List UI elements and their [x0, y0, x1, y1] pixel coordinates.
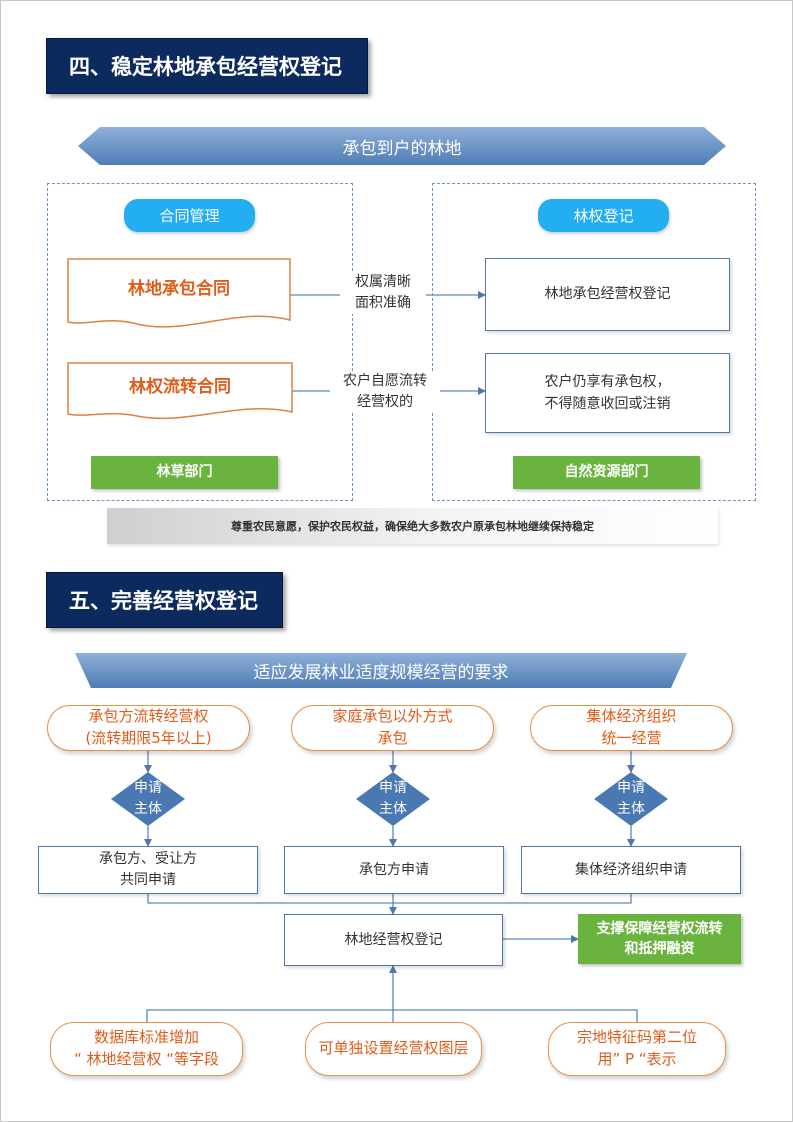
forest-contract-doc: 林地承包合同	[128, 278, 230, 299]
arrow1-label-line1: 权属清晰	[355, 274, 411, 290]
arrow2-label-line2: 经营权的	[357, 394, 413, 410]
applicant-joint-line1: 承包方、受让方	[99, 851, 197, 867]
arrow1-label: 权属清晰 面积准确	[340, 272, 426, 314]
decision-diamond-2	[356, 772, 430, 826]
source-non-family-line1: 家庭承包以外方式	[332, 707, 453, 726]
source-collective: 集体经济组织 统一经营	[530, 705, 733, 751]
decision-diamond-1-label: 申请 主体	[111, 772, 185, 826]
source-collective-line2: 统一经营	[601, 729, 662, 747]
doc-shape-1	[67, 258, 291, 328]
forestry-department: 林草部门	[91, 456, 278, 489]
decision-2-line2: 主体	[379, 801, 407, 817]
arrow2-label: 农户自愿流转 经营权的	[330, 371, 440, 413]
decision-diamond-2-label: 申请 主体	[356, 772, 430, 826]
outcome-line1: 支撑保障经营权流转	[596, 920, 723, 937]
decision-3-line1: 申请	[617, 780, 645, 796]
decision-diamond-3	[594, 772, 668, 826]
contract-right-registration-box: 林地承包经营权登记	[485, 258, 730, 331]
arrow1-label-line2: 面积准确	[355, 295, 411, 311]
input-layer-line1: 可单独设置经营权图层	[318, 1039, 469, 1058]
applicant-joint-line2: 共同申请	[120, 872, 176, 888]
section5-banner-shape	[75, 653, 687, 688]
forest-rights-registration-group	[432, 183, 756, 501]
applicant-contractor: 承包方申请	[284, 846, 504, 894]
farmer-rights-line2: 不得随意收回或注销	[544, 396, 671, 412]
applicant-joint: 承包方、受让方 共同申请	[38, 846, 258, 894]
outcome-box: 支撑保障经营权流转 和抵押融资	[578, 914, 741, 964]
forest-rights-registration-tag: 林权登记	[538, 199, 669, 232]
forest-transfer-contract-doc: 林权流转合同	[129, 376, 231, 397]
input-parcel-line2: 用” P “表示	[597, 1050, 677, 1068]
input-database-line2: “ 林地经营权 “等字段	[73, 1050, 220, 1068]
contract-management-tag: 合同管理	[124, 199, 255, 232]
decision-3-line2: 主体	[617, 801, 645, 817]
source-transfer-line1: 承包方流转经营权	[88, 707, 209, 726]
source-transfer-line2: (流转期限5年以上)	[85, 729, 212, 747]
source-non-family-line2: 承包	[377, 729, 408, 747]
source-collective-line1: 集体经济组织	[586, 707, 677, 726]
decision-diamond-3-label: 申请 主体	[594, 772, 668, 826]
doc-shape-2	[67, 362, 293, 420]
farmer-rights-line1: 农户仍享有承包权，	[544, 373, 671, 390]
applicant-contractor-line1: 承包方申请	[359, 861, 429, 878]
farmer-rights-box: 农户仍享有承包权， 不得随意收回或注销	[485, 353, 730, 433]
decision-2-line1: 申请	[379, 780, 407, 796]
section4-banner: 承包到户的林地	[342, 138, 462, 159]
outcome-line2: 和抵押融资	[624, 941, 695, 957]
source-transfer: 承包方流转经营权 (流转期限5年以上)	[47, 705, 250, 751]
input-parcel-code: 宗地特征码第二位 用” P “表示	[548, 1022, 726, 1076]
decision-1-line1: 申请	[134, 780, 162, 796]
applicant-collective: 集体经济组织申请	[521, 846, 741, 894]
section4-banner-shape	[78, 127, 726, 165]
decision-diamond-1	[111, 772, 185, 826]
input-database-line1: 数据库标准增加	[93, 1028, 199, 1047]
natural-resources-department: 自然资源部门	[513, 456, 700, 489]
footer-note-bar: 尊重农民意愿，保护农民权益，确保绝大多数农户原承包林地继续保持稳定	[107, 508, 718, 544]
section5-title: 五、完善经营权登记	[46, 572, 283, 628]
input-database-field: 数据库标准增加 “ 林地经营权 “等字段	[50, 1022, 243, 1076]
operation-right-registration-box: 林地经营权登记	[284, 914, 503, 966]
source-non-family: 家庭承包以外方式 承包	[291, 705, 494, 751]
input-parcel-line1: 宗地特征码第二位	[576, 1028, 697, 1047]
section5-banner: 适应发展林业适度规模经营的要求	[253, 663, 509, 683]
input-separate-layer: 可单独设置经营权图层	[305, 1022, 482, 1076]
decision-1-line2: 主体	[134, 801, 162, 817]
contract-management-group	[47, 183, 353, 501]
applicant-collective-line1: 集体经济组织申请	[575, 861, 687, 878]
section4-title: 四、稳定林地承包经营权登记	[46, 38, 368, 94]
arrow2-label-line1: 农户自愿流转	[343, 373, 427, 389]
